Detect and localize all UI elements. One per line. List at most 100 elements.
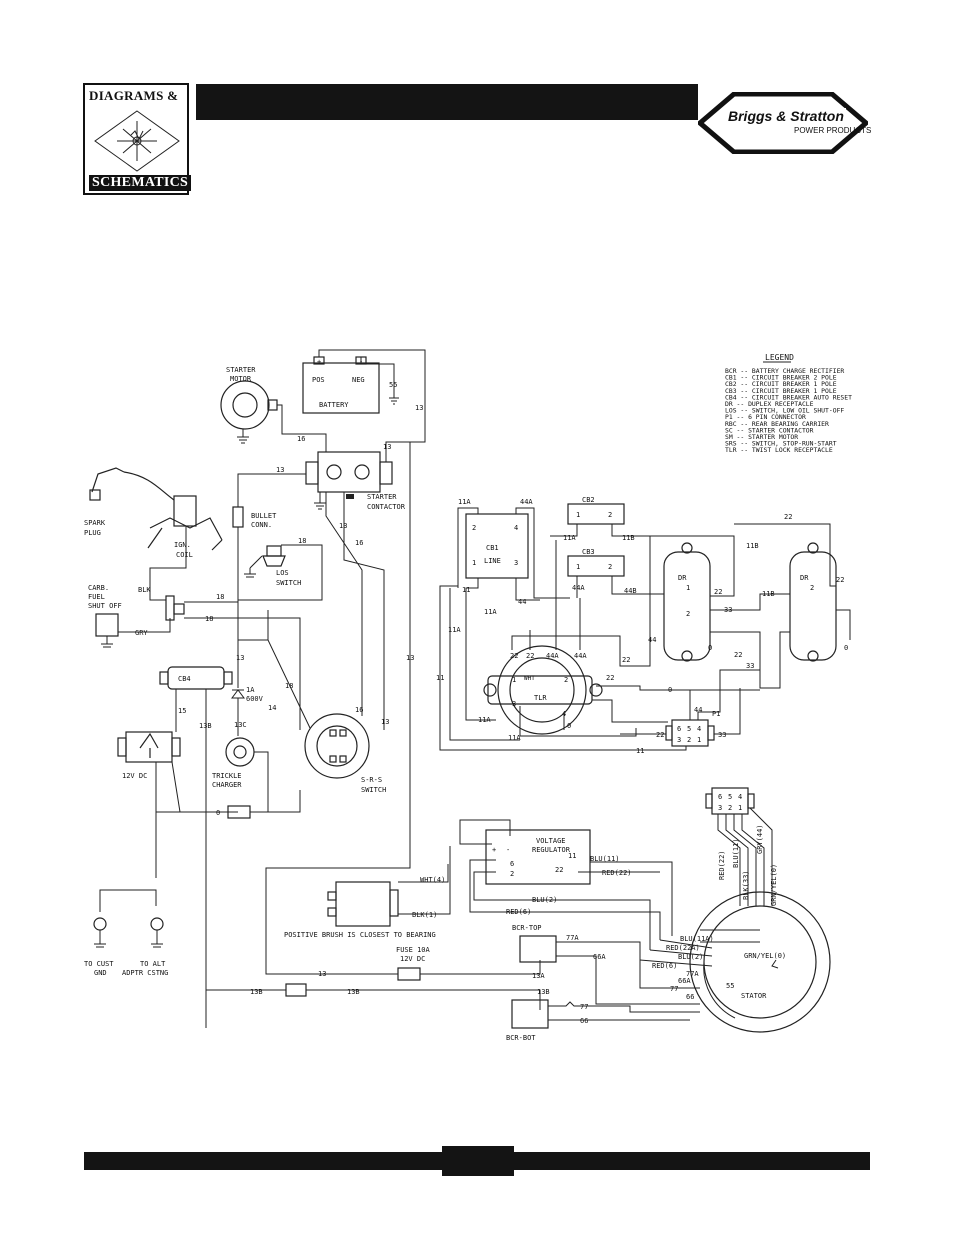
brand-name: Briggs & Stratton bbox=[726, 108, 846, 124]
w11-left: 11 bbox=[436, 674, 444, 682]
cb1-3: 3 bbox=[514, 559, 518, 567]
inline-fuse-13b bbox=[285, 983, 307, 997]
srs-l1: S-R-S bbox=[361, 776, 382, 784]
red6-label: RED(6) bbox=[506, 908, 531, 916]
brand-sub: POWER PRODUCTS bbox=[794, 126, 872, 135]
dc-receptacle: 12V DC bbox=[117, 731, 181, 780]
battery-pos-label: POS bbox=[312, 376, 325, 384]
ignition-coil: IGN. COIL bbox=[147, 495, 223, 559]
legend-item: CB1 -- CIRCUIT BREAKER 2 POLE bbox=[725, 374, 837, 382]
starter-motor: STARTER MOTOR bbox=[220, 366, 278, 444]
wire-16-top: 16 bbox=[297, 435, 305, 443]
w11a-mid: 11A bbox=[484, 608, 497, 616]
srs-switch: S-R-S SWITCH bbox=[304, 713, 386, 794]
wire-13-bullet: 13 bbox=[276, 466, 284, 474]
cb3-label: CB3 bbox=[582, 548, 595, 556]
cb3-1: 1 bbox=[576, 563, 580, 571]
trickle-l1: TRICKLE bbox=[212, 772, 242, 780]
wire-77-stator: 77 bbox=[670, 985, 678, 993]
w11b-cb2: 11B bbox=[622, 534, 635, 542]
dr2-label: DR bbox=[800, 574, 809, 582]
bullet-l1: BULLET bbox=[251, 512, 277, 520]
bullet-connector bbox=[232, 506, 244, 528]
wire-13-long: 13 bbox=[406, 654, 414, 662]
wire-66a: 66A bbox=[593, 953, 606, 961]
spark-plug-l1: SPARK bbox=[84, 519, 106, 527]
los-l1: LOS bbox=[276, 569, 289, 577]
wire-66: 66 bbox=[580, 1017, 588, 1025]
w44-cb1: 44 bbox=[518, 598, 526, 606]
wire-13-sc: 13 bbox=[383, 443, 391, 451]
wire-14: 14 bbox=[268, 704, 276, 712]
pin1: 1 bbox=[738, 804, 742, 812]
bcr-top: BCR-TOP bbox=[512, 924, 557, 963]
carb-l3: SHUT OFF bbox=[88, 602, 122, 610]
tlr-label: TLR bbox=[534, 694, 547, 702]
cb2-2: 2 bbox=[608, 511, 612, 519]
duplex-receptacle-1: DR 1 2 bbox=[663, 542, 711, 662]
pin6: 6 bbox=[718, 793, 722, 801]
w22-tlr-c: 22 bbox=[622, 656, 630, 664]
wire-15: 15 bbox=[178, 707, 186, 715]
p1-connector: P1 6 5 4 3 2 1 bbox=[665, 710, 720, 747]
stator-lead-blu11: BLU(11) bbox=[732, 838, 740, 868]
p1-3: 3 bbox=[677, 736, 681, 744]
wire-13-top: 13 bbox=[415, 404, 423, 412]
tlr-1: 1 bbox=[512, 676, 516, 684]
wire-18-srs: 18 bbox=[285, 682, 293, 690]
dr1-2: 2 bbox=[686, 610, 690, 618]
cb3: CB3 1 2 bbox=[567, 548, 625, 577]
brush-holder bbox=[327, 881, 399, 927]
dr1-1: 1 bbox=[686, 584, 690, 592]
trickle-charger: TRICKLE CHARGER bbox=[212, 737, 255, 789]
legend-item: CB2 -- CIRCUIT BREAKER 1 POLE bbox=[725, 380, 837, 388]
w0-p1: 0 bbox=[668, 686, 672, 694]
wire-13b-1: 13B bbox=[250, 988, 263, 996]
carb-solenoid bbox=[95, 613, 119, 637]
gry-label: GRY bbox=[135, 629, 148, 637]
vr-minus: - bbox=[506, 846, 510, 854]
legend: LEGEND BCR -- BATTERY CHARGE RECTIFIERCB… bbox=[725, 353, 852, 454]
wire-18-los: 18 bbox=[298, 537, 306, 545]
vr-l2: REGULATOR bbox=[532, 846, 571, 854]
cb1-4: 4 bbox=[514, 524, 518, 532]
wire-13b-2: 13B bbox=[347, 988, 360, 996]
battery: + - POS NEG BATTERY bbox=[302, 356, 380, 414]
w0-dr2: 0 bbox=[844, 644, 848, 652]
red6-stator: RED(6) bbox=[652, 962, 677, 970]
w44a-cb1: 44A bbox=[520, 498, 533, 506]
w44a-tlr-a: 44A bbox=[546, 652, 559, 660]
blu2-label: BLU(2) bbox=[532, 896, 557, 904]
w22-top: 22 bbox=[784, 513, 792, 521]
blk1: BLK(1) bbox=[412, 911, 437, 919]
cb2: CB2 1 2 bbox=[567, 496, 625, 525]
dr1-label: DR bbox=[678, 574, 687, 582]
bcr-bot-label: BCR-BOT bbox=[506, 1034, 536, 1042]
legend-item: BCR -- BATTERY CHARGE RECTIFIER bbox=[725, 367, 844, 375]
w22-tlr-b: 22 bbox=[526, 652, 534, 660]
voltage-regulator: VOLTAGE REGULATOR + - 6 2 11 22 bbox=[485, 829, 591, 885]
starter-contactor-l1: STARTER bbox=[367, 493, 397, 501]
stator-lead-red22: RED(22) bbox=[718, 850, 726, 880]
w11a-cb1: 11A bbox=[458, 498, 471, 506]
cb4: CB4 bbox=[159, 666, 233, 690]
wire-66-stator: 66 bbox=[686, 993, 694, 1001]
w11a-cb2: 11A bbox=[563, 534, 576, 542]
cb1-line: LINE bbox=[484, 557, 501, 565]
w11a-tlr-b: 11A bbox=[508, 734, 521, 742]
legend-item: SRS -- SWITCH, STOP-RUN-START bbox=[725, 440, 837, 448]
stator-label: STATOR bbox=[741, 992, 767, 1000]
tlr-3: 3 bbox=[512, 700, 516, 708]
cb1: CB1 LINE 2 4 1 3 bbox=[465, 513, 529, 579]
blu2-stator: BLU(2) bbox=[678, 953, 703, 961]
pin4: 4 bbox=[738, 793, 742, 801]
starter-motor-l1: STARTER bbox=[226, 366, 256, 374]
carb-l1: CARB. bbox=[88, 584, 109, 592]
cb1-label: CB1 bbox=[486, 544, 499, 552]
vr-6: 6 bbox=[510, 860, 514, 868]
red22: RED(22) bbox=[602, 869, 632, 877]
w33-dr: 33 bbox=[724, 606, 732, 614]
w22-dr-b: 22 bbox=[734, 651, 742, 659]
wire-13-mid: 13 bbox=[236, 654, 244, 662]
